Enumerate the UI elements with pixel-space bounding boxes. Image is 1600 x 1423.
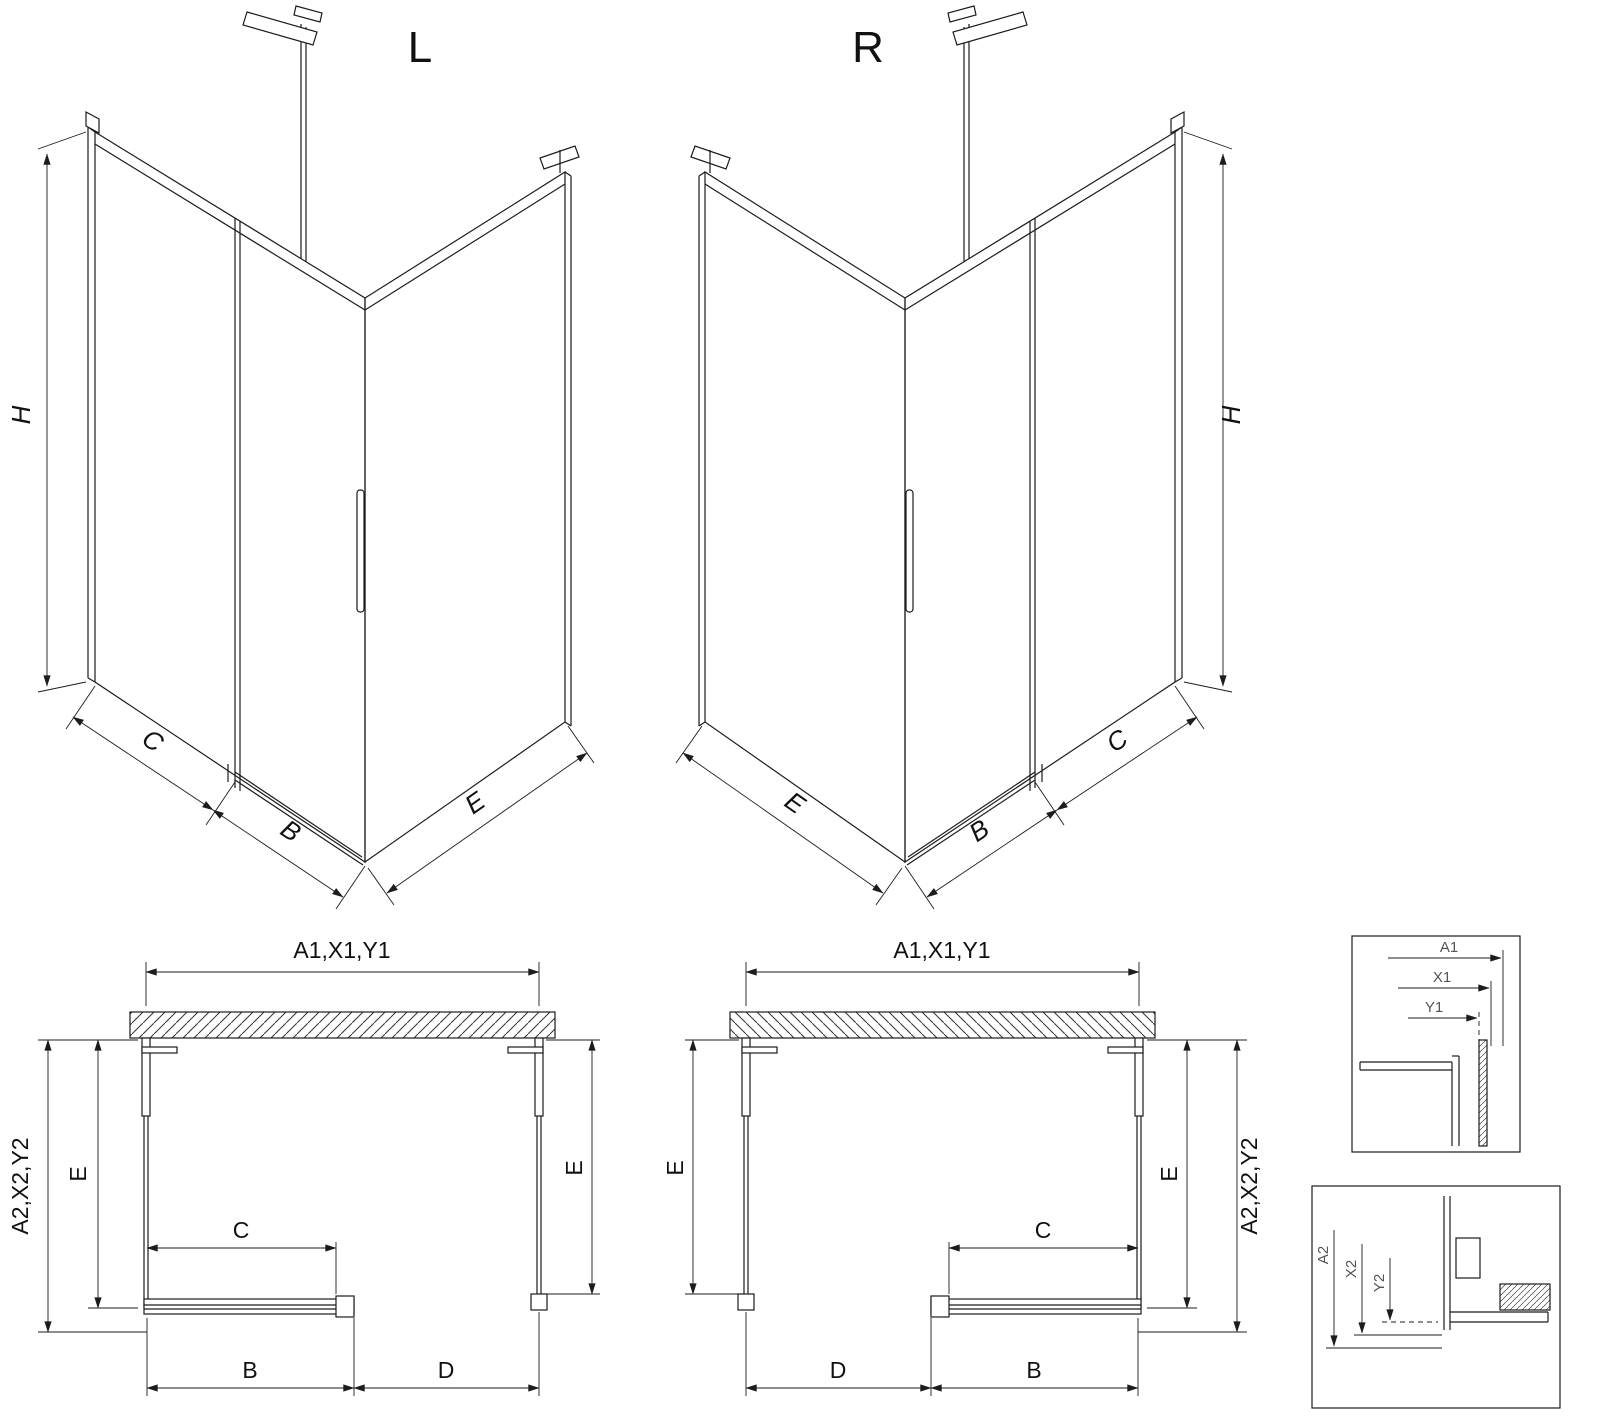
plan-left-dim-d: D [438, 1357, 455, 1383]
plan-right-dim-e-right: E [1156, 1166, 1182, 1181]
plan-left-dim-e-right: E [561, 1160, 587, 1175]
iso-view-left: L H C B E [6, 5, 594, 909]
plan-left-dim-e-left: E [65, 1166, 91, 1181]
detail-dim-y1: Y1 [1425, 999, 1443, 1016]
dim-label-b-left: B [275, 813, 306, 848]
plan-right-dim-top: A1,X1,Y1 [893, 937, 990, 963]
plan-right-dim-c: C [1035, 1217, 1052, 1243]
dim-label-e-left: E [459, 785, 491, 820]
plan-left-geometry [129, 1011, 556, 1318]
plan-right-dim-d: D [830, 1357, 847, 1383]
plan-left-dim-side: A2,X2,Y2 [7, 1137, 33, 1234]
iso-right-dimension-lines [676, 132, 1232, 909]
plan-left-dim-b: B [242, 1357, 257, 1383]
plan-view-right: A1,X1,Y1 A2,X2,Y2 E E C D B [662, 937, 1262, 1396]
iso-view-right: R H C B E [676, 5, 1246, 909]
detail-dim-y2: Y2 [1371, 1274, 1388, 1292]
detail-dim-a1: A1 [1440, 939, 1458, 956]
plan-right-dim-e-left: E [662, 1160, 688, 1175]
dim-label-e-right: E [779, 785, 811, 820]
detail-view-bottom: A2 X2 Y2 [1311, 1185, 1561, 1409]
dim-label-h-right: H [1216, 405, 1246, 424]
iso-right-title: R [852, 23, 884, 72]
iso-left-title: L [408, 23, 432, 72]
detail-dim-a2: A2 [1315, 1246, 1332, 1264]
plan-right-dim-side: A2,X2,Y2 [1236, 1137, 1262, 1234]
detail-dim-x2: X2 [1343, 1260, 1360, 1278]
plan-right-geometry [729, 1011, 1156, 1318]
plan-left-dim-top: A1,X1,Y1 [293, 937, 390, 963]
dim-label-b-right: B [963, 813, 994, 848]
iso-left-dimension-lines [38, 132, 594, 909]
plan-left-dim-c: C [233, 1217, 250, 1243]
detail-bottom-frame [1311, 1185, 1561, 1409]
detail-bottom-profile [1443, 1196, 1551, 1330]
detail-view-top: A1 X1 Y1 [1351, 935, 1521, 1153]
plan-view-left: A1,X1,Y1 A2,X2,Y2 E E C B D [7, 937, 600, 1396]
plan-right-dim-b: B [1026, 1357, 1041, 1383]
detail-top-profile [1359, 1039, 1488, 1147]
detail-top-frame [1351, 935, 1521, 1153]
dim-label-h-left: H [6, 405, 36, 424]
detail-dim-x1: X1 [1433, 969, 1451, 986]
